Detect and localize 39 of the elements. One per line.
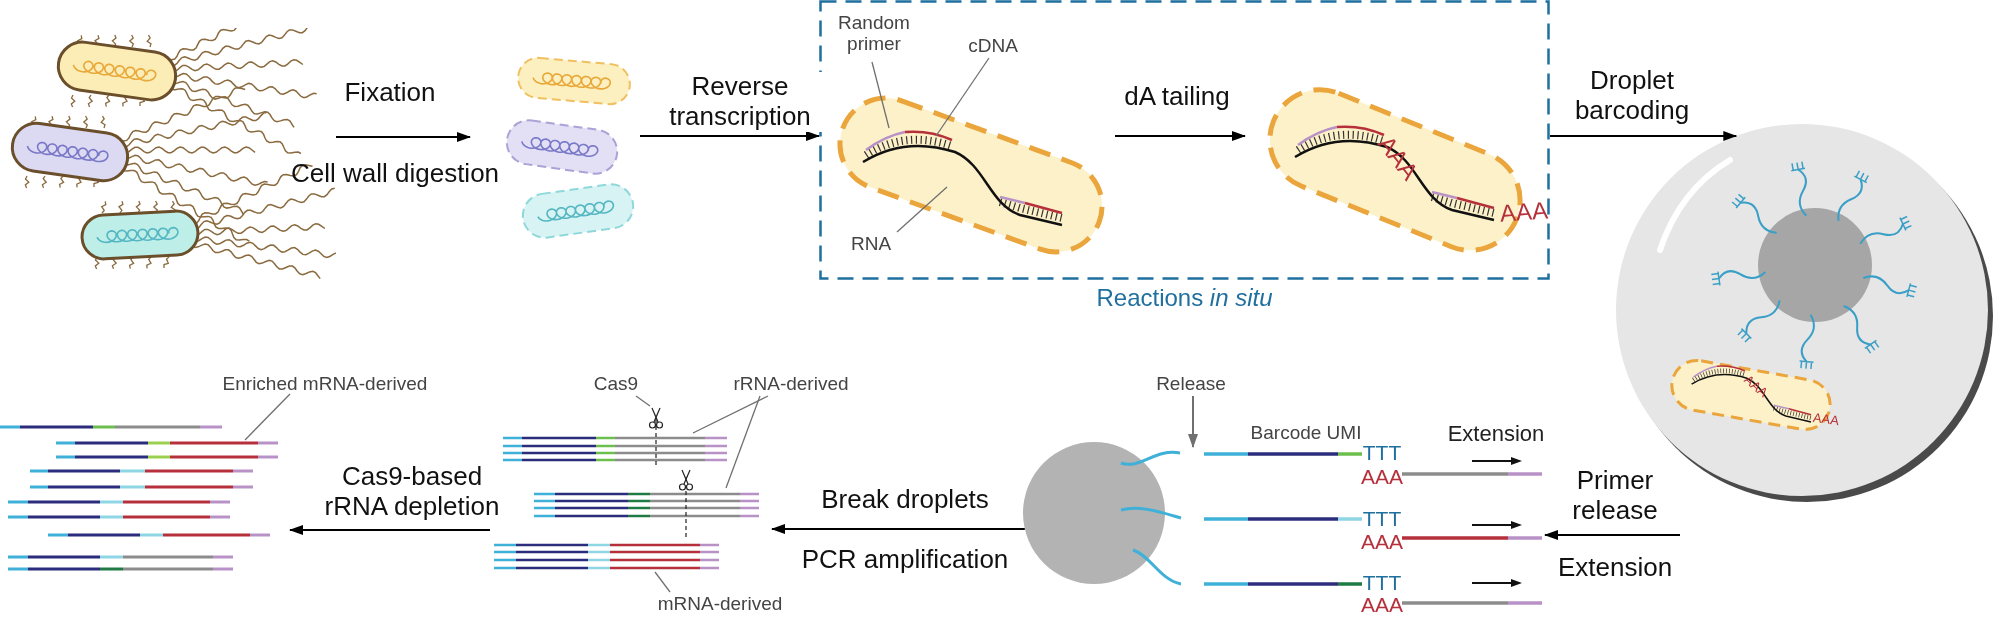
leader-line [654,571,671,593]
callout-label: cDNA [958,34,1028,58]
text-label: Extension [1447,423,1545,445]
text-label: PCR amplification [801,546,1009,572]
text-label: Extension [1557,554,1673,580]
leader-line [244,393,291,441]
leader-line [871,61,890,129]
text-label: AAA [1361,530,1403,552]
callout-label: Release [1151,372,1231,396]
arrow [639,131,820,141]
callout-label: Random primer [826,6,922,62]
leader-line [635,395,651,407]
region-heading: Reactions in situ [1096,284,1273,311]
arrow [289,525,491,535]
arrow [335,132,471,142]
callout-label: Enriched mRNA-derived [215,372,435,396]
arrow [1544,530,1681,540]
text-label: AAA [1361,593,1403,615]
callout-label: Cas9 [590,372,642,396]
leader-line [692,395,769,434]
arrow [1549,131,1738,141]
leader-line [935,57,990,137]
text-label: AAA [1741,372,1771,400]
arrow [771,524,1026,534]
text-label: AAA [1361,465,1403,487]
callout-label: rRNA-derived [730,372,852,396]
text-label: TTT [1362,571,1402,593]
callout-label: RNA [842,232,900,256]
text-label: Barcode UMI [1250,422,1362,442]
callout-label: mRNA-derived [652,592,788,616]
arrow [1114,131,1246,141]
leader-line [896,186,948,233]
text-label: TTT [1362,441,1402,463]
text-label: AAA [1812,410,1840,428]
text-label: Cell wall digestion [290,160,500,186]
leader-line [725,395,761,489]
text-label: TTT [1362,507,1402,529]
arrow [1188,395,1198,448]
text-label: AAA [1499,198,1549,226]
